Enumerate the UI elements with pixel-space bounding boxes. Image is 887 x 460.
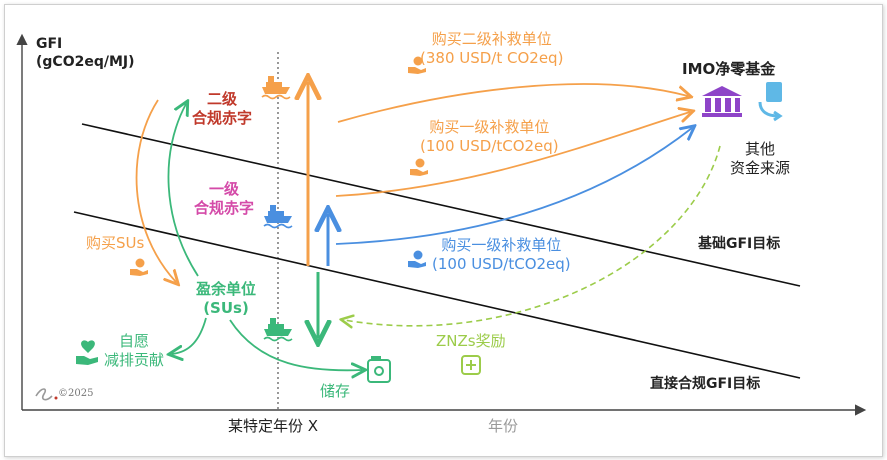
- ship-icon: [263, 205, 293, 229]
- base-gfi-target-label: 基础GFI目标: [698, 236, 781, 252]
- buy-tier1-low-flow: [335, 128, 692, 245]
- bank-label: 储存: [320, 382, 351, 400]
- diagram-frame: [4, 4, 883, 457]
- znz-reward-label: ZNZs奖励: [436, 332, 506, 350]
- x-axis-title: 年份: [488, 417, 519, 435]
- buy-tier1-top-flow: [335, 112, 690, 197]
- surplus-units-label: 盈余单位 (SUs): [196, 280, 257, 317]
- voluntary-flow: [172, 317, 207, 354]
- tier2-deficit-label: 二级 合规赤字: [192, 90, 253, 127]
- bank-flow: [229, 319, 362, 370]
- bank-icon: [702, 86, 742, 117]
- exchange-icon: [758, 82, 783, 122]
- y-axis-title: GFI (gCO2eq/MJ): [36, 36, 135, 70]
- tier1-deficit-label: 一级 合规赤字: [194, 180, 255, 217]
- buy-tier1-top-label: 购买一级补救单位 (100 USD/tCO2eq): [420, 118, 559, 155]
- sus-to-deficit-flow: [167, 104, 199, 277]
- signature-logo: [35, 388, 58, 401]
- care-hand-icon: [76, 340, 98, 365]
- money-hand-icon: [130, 258, 148, 276]
- base-gfi-target-line: [81, 123, 801, 287]
- money-hand-icon: [408, 250, 426, 268]
- reward-icon: [461, 355, 481, 375]
- buy-sus-label: 购买SUs: [86, 234, 145, 252]
- direct-gfi-target-line: [73, 211, 801, 379]
- buy-tier2-flow: [337, 83, 688, 123]
- year-x-label: 某特定年份 X: [228, 417, 319, 435]
- ship-icon: [261, 76, 291, 100]
- money-hand-icon: [410, 158, 428, 176]
- other-funding-label: 其他 资金来源: [730, 140, 791, 177]
- buy-tier2-label: 购买二级补救单位 (380 USD/t CO2eq): [420, 30, 564, 67]
- direct-gfi-target-label: 直接合规GFI目标: [650, 376, 761, 392]
- money-hand-icon: [408, 56, 426, 74]
- copyright-text: ©2025: [58, 388, 94, 399]
- ship-icon: [263, 318, 293, 342]
- wallet-icon: [367, 356, 391, 383]
- voluntary-contribution-label: 自愿 减排贡献: [104, 332, 165, 369]
- imo-fund-title: IMO净零基金: [682, 60, 776, 78]
- buy-sus-flow: [135, 99, 176, 282]
- buy-tier1-low-label: 购买一级补救单位 (100 USD/tCO2eq): [432, 236, 571, 273]
